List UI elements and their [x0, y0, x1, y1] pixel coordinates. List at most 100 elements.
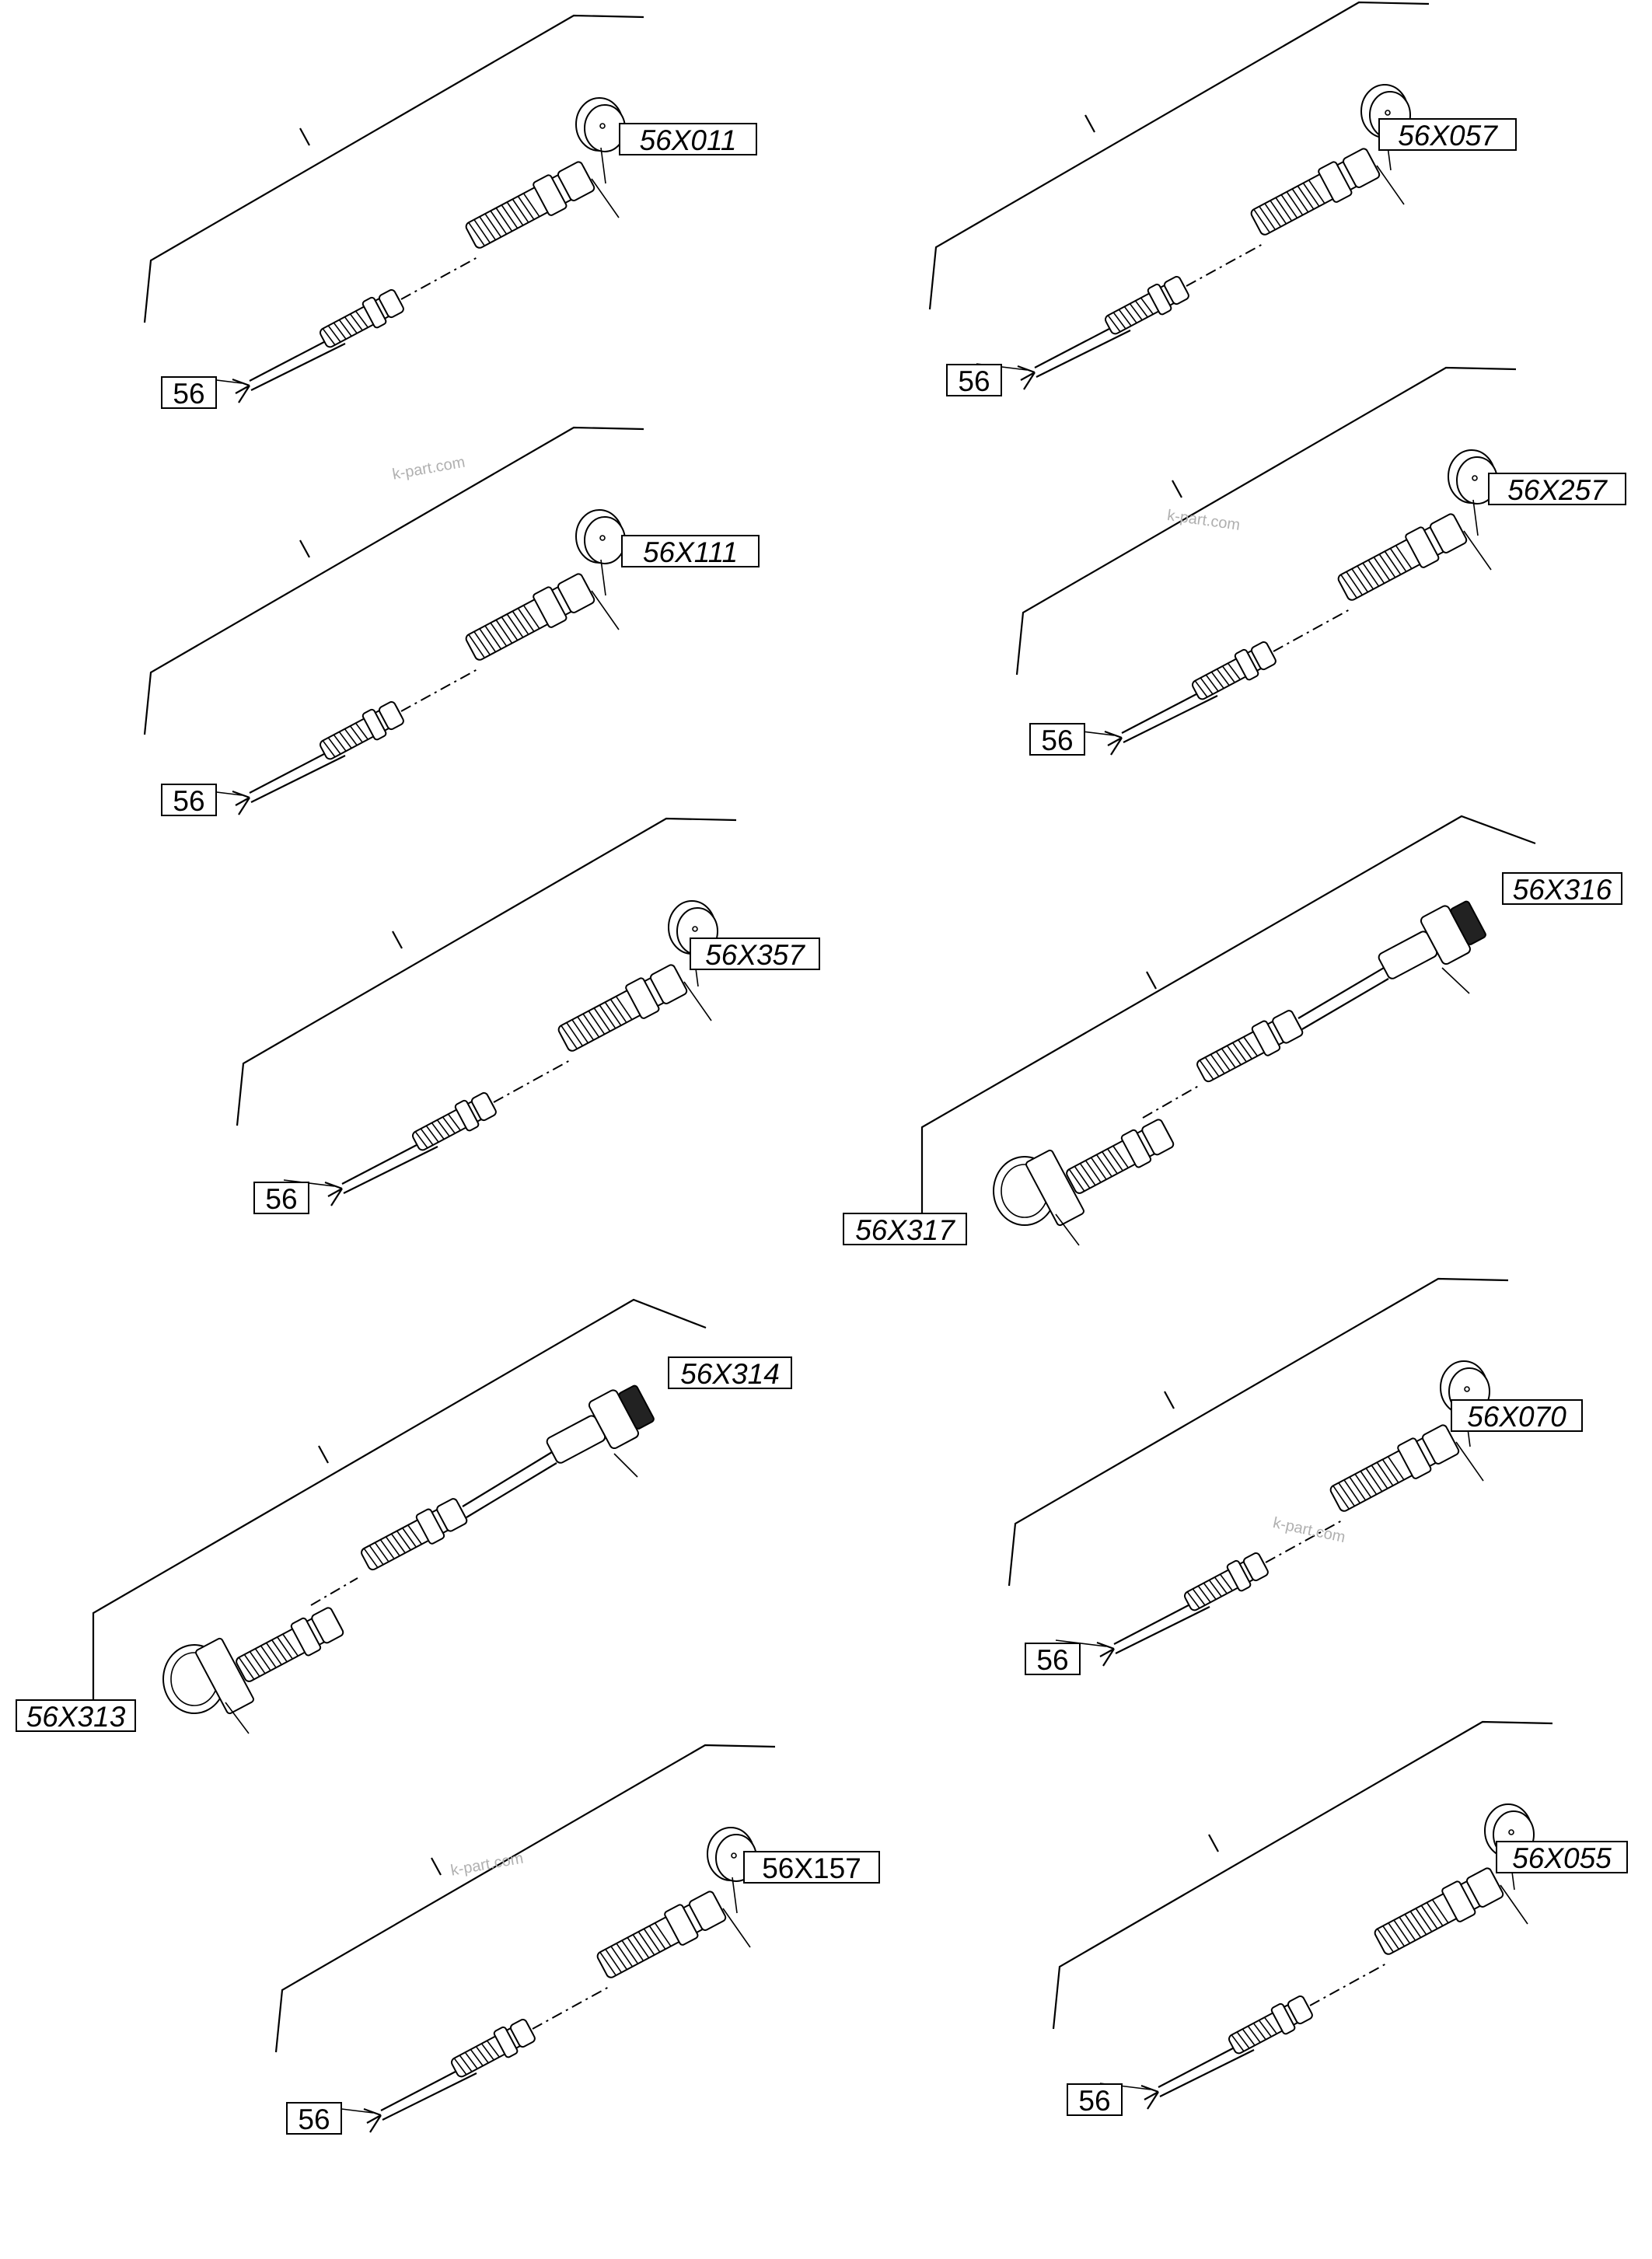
alignment-line [400, 256, 480, 300]
harness-plug [236, 1607, 344, 1682]
assembly-6 [920, 815, 1536, 1246]
sensor-head [546, 1384, 655, 1464]
leader-tick [1084, 114, 1095, 133]
wire-lead [1140, 2084, 1159, 2110]
receptacle-connector [1374, 1867, 1504, 1955]
wire-lead [363, 2107, 382, 2133]
wire-lead [232, 790, 250, 815]
callout-harness-10[interactable]: 56 [1067, 2083, 1123, 2117]
callout-leader [591, 590, 620, 630]
callout-harness-5[interactable]: 56 [253, 1182, 309, 1215]
callout-harness-3[interactable]: 56 [161, 784, 217, 817]
leader-tick [1172, 480, 1182, 498]
round-connector [162, 1637, 254, 1715]
plug-connector [320, 288, 404, 348]
callout-leader [1500, 1884, 1528, 1925]
leader-tick [1164, 1391, 1175, 1409]
receptacle-connector [465, 573, 595, 661]
assembly-3 [143, 426, 644, 815]
callout-part-4[interactable]: 56X257 [1488, 473, 1626, 506]
assembly-9 [274, 1744, 776, 2133]
alignment-line [493, 1059, 572, 1103]
callout-harness-6[interactable]: 56X317 [843, 1213, 967, 1246]
callout-harness-1[interactable]: 56 [161, 376, 217, 410]
cable [1298, 967, 1385, 1019]
assembly-8 [1008, 1277, 1509, 1667]
callout-harness-4[interactable]: 56 [1029, 723, 1085, 756]
dust-cap [575, 97, 626, 152]
callout-part-2[interactable]: 56X057 [1378, 118, 1517, 152]
wire-lead [232, 378, 250, 403]
assembly-4 [1015, 366, 1517, 756]
leader-tick [299, 127, 310, 146]
callout-part-8[interactable]: 56X070 [1451, 1399, 1583, 1433]
leader-bracket [1052, 1720, 1553, 2030]
alignment-line [1142, 1084, 1202, 1119]
callout-leader [1376, 165, 1405, 205]
assembly-2 [928, 1, 1430, 390]
round-connector [993, 1149, 1084, 1227]
plug-connector [451, 2018, 536, 2078]
leader-tick [1146, 971, 1157, 990]
callout-leader [613, 1453, 638, 1478]
receptacle-connector [1329, 1424, 1460, 1512]
assembly-7 [92, 1298, 707, 1734]
callout-part-10[interactable]: 56X055 [1496, 1841, 1628, 1874]
callout-harness-2[interactable]: 56 [946, 364, 1002, 397]
assembly-5 [236, 817, 737, 1206]
leader-bracket [274, 1744, 776, 2053]
mating-connector [361, 1498, 468, 1571]
callout-leader [1441, 967, 1470, 994]
leader-bracket [236, 817, 737, 1126]
wire-lead [1017, 365, 1036, 390]
callout-leader [1055, 1639, 1107, 1647]
receptacle-connector [596, 1891, 727, 1978]
callout-harness-9[interactable]: 56 [286, 2102, 342, 2135]
leader-tick [1208, 1834, 1219, 1852]
leader-bracket [928, 1, 1430, 310]
assembly-1 [143, 14, 644, 403]
assembly-10 [1052, 1720, 1553, 2110]
cable [462, 1451, 553, 1507]
dust-cap [1448, 449, 1498, 505]
receptacle-connector [1250, 148, 1381, 236]
leader-tick [318, 1445, 329, 1464]
callout-leader [722, 1908, 751, 1948]
receptacle-connector [1337, 513, 1468, 601]
callout-leader [225, 1702, 250, 1734]
sensor-head [1378, 900, 1486, 979]
callout-leader [683, 981, 712, 1021]
callout-harness-8[interactable]: 56 [1025, 1643, 1081, 1676]
callout-harness-7[interactable]: 56X313 [16, 1699, 136, 1733]
callout-leader [591, 178, 620, 218]
leader-bracket [1008, 1277, 1509, 1587]
receptacle-connector [465, 161, 595, 249]
callout-part-5[interactable]: 56X357 [690, 937, 820, 971]
callout-leader [1455, 1441, 1484, 1482]
callout-part-6[interactable]: 56X316 [1502, 872, 1622, 906]
leader-bracket [143, 14, 644, 323]
leader-tick [299, 539, 310, 558]
callout-part-9[interactable]: 56X157 [743, 1851, 880, 1884]
leader-bracket [143, 426, 644, 735]
leader-bracket [92, 1298, 707, 1699]
callout-part-3[interactable]: 56X111 [621, 535, 760, 568]
alignment-line [1186, 243, 1265, 287]
wire-lead [324, 1181, 343, 1206]
callout-part-1[interactable]: 56X011 [619, 123, 757, 156]
leader-tick [392, 930, 403, 949]
plug-connector [1105, 275, 1189, 335]
callout-leader [1055, 1213, 1080, 1246]
plug-connector [1192, 641, 1277, 700]
wire-lead [1096, 1641, 1115, 1667]
callout-leader [1463, 530, 1492, 571]
harness-plug [1066, 1119, 1175, 1194]
receptacle-connector [557, 964, 688, 1052]
plug-connector [320, 700, 404, 760]
leader-tick [431, 1857, 442, 1876]
leader-bracket [920, 815, 1536, 1213]
leader-bracket [1015, 366, 1517, 676]
alignment-line [1309, 1962, 1388, 2006]
callout-part-7[interactable]: 56X314 [668, 1356, 792, 1390]
